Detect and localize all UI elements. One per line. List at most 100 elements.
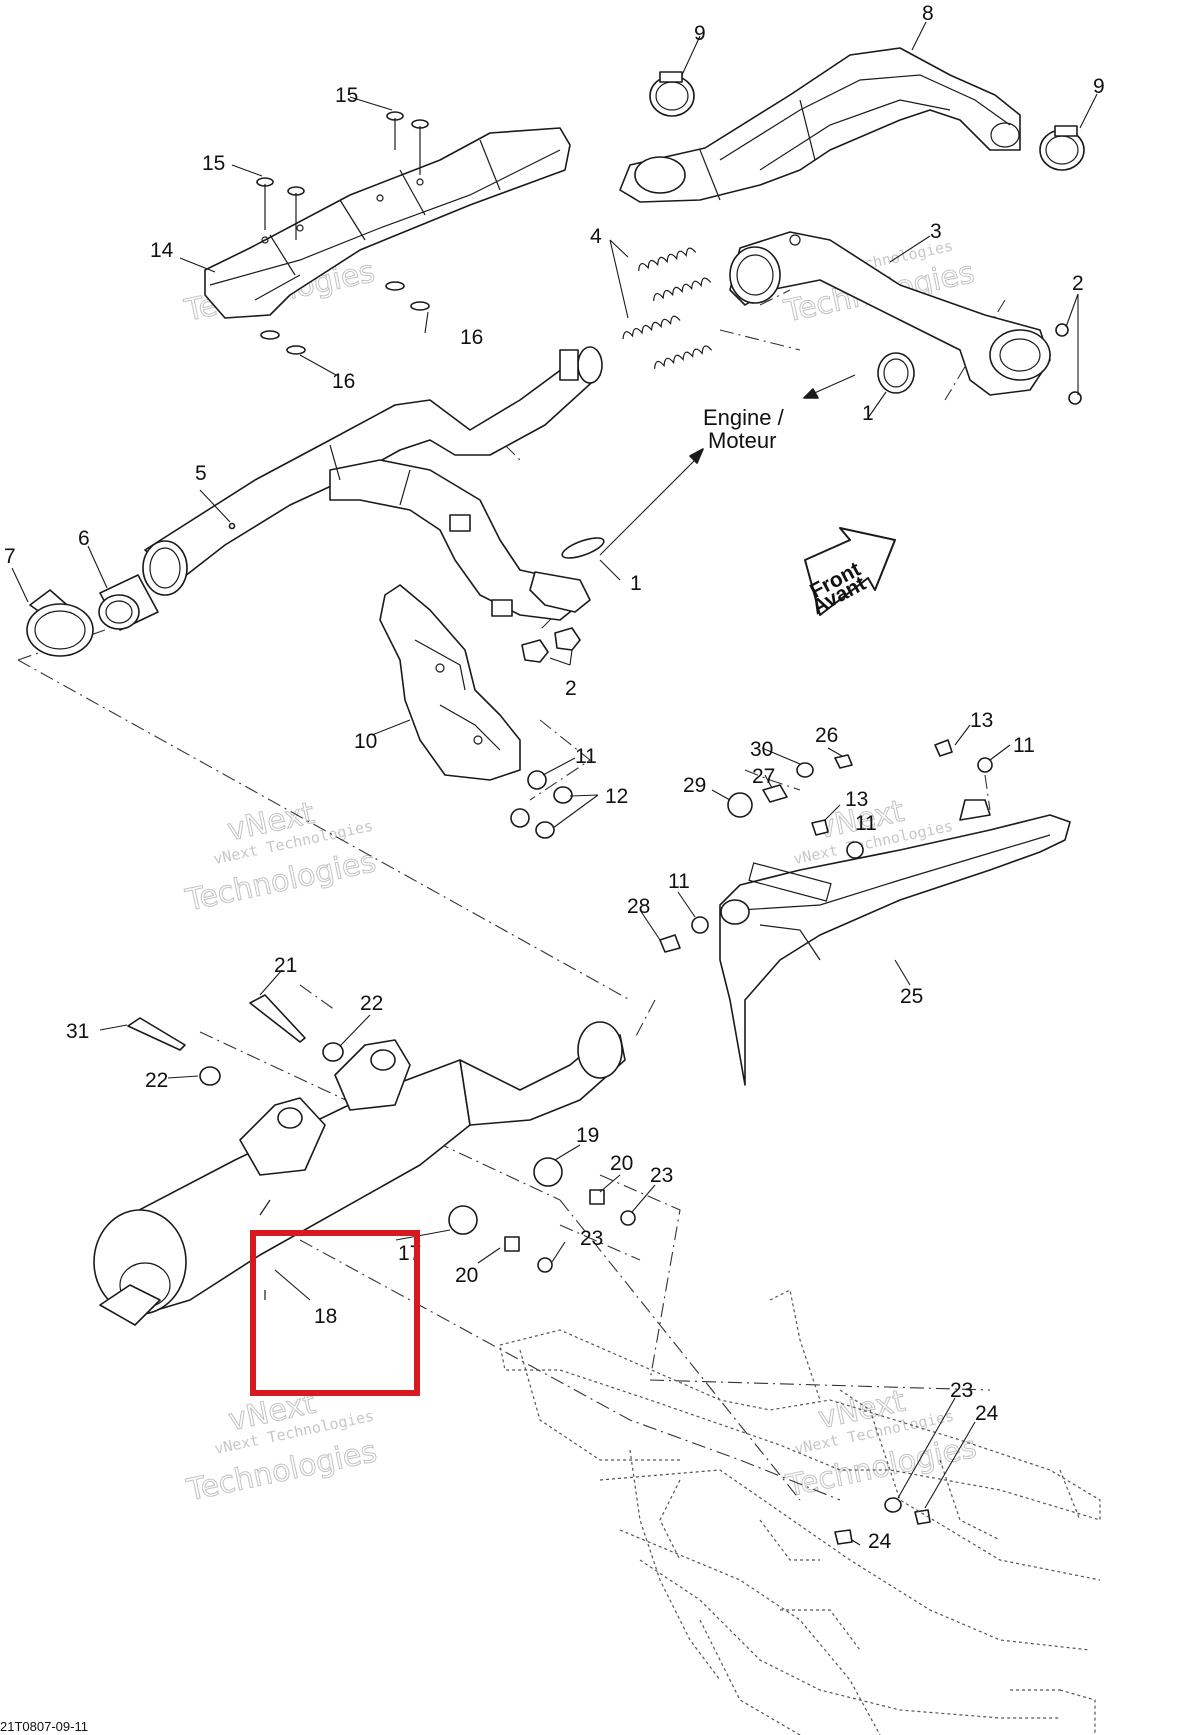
callout-31: 31 xyxy=(66,1020,89,1043)
washer-11 xyxy=(977,757,993,773)
bolt-21 xyxy=(249,994,306,1043)
bolt-15 xyxy=(386,111,404,150)
highlight-box-part-18 xyxy=(250,1230,420,1396)
callout-20: 20 xyxy=(610,1152,633,1175)
washer-23 xyxy=(884,1497,902,1513)
heat-shield-25 xyxy=(719,799,1071,1086)
grommet-29 xyxy=(727,792,753,818)
watermark-text: Technologies xyxy=(182,844,379,919)
callout-18: 18 xyxy=(314,1305,337,1328)
callout-23: 23 xyxy=(580,1227,603,1250)
callout-30: 30 xyxy=(750,738,773,761)
bolt-31 xyxy=(127,1017,186,1051)
washer-11 xyxy=(510,808,530,828)
nut-26 xyxy=(834,754,853,769)
nut-2 xyxy=(554,627,581,651)
callout-8: 8 xyxy=(922,2,934,25)
callout-11: 11 xyxy=(668,870,690,893)
bolt-15 xyxy=(287,186,305,240)
callout-29: 29 xyxy=(683,774,706,797)
callout-1: 1 xyxy=(862,402,874,425)
callout-22: 22 xyxy=(145,1069,168,1092)
callout-13: 13 xyxy=(845,788,868,811)
callout-2: 2 xyxy=(1072,272,1084,295)
callout-19: 19 xyxy=(576,1124,599,1147)
gasket-1 xyxy=(561,537,605,559)
sleeve-20 xyxy=(504,1236,520,1252)
heat-shield-14 xyxy=(204,127,571,319)
callout-3: 3 xyxy=(930,220,942,243)
bolt-13 xyxy=(811,819,829,836)
washer-16 xyxy=(410,301,430,311)
nut-24 xyxy=(914,1509,931,1525)
clamp-9 xyxy=(1039,125,1085,171)
bolt-15 xyxy=(256,177,274,230)
callout-20: 20 xyxy=(455,1264,478,1287)
washer-16 xyxy=(286,345,306,355)
callout-12: 12 xyxy=(605,785,628,808)
callout-28: 28 xyxy=(627,895,650,918)
clamp-7 xyxy=(26,589,94,657)
callout-1: 1 xyxy=(630,572,642,595)
clamp-9 xyxy=(649,71,695,117)
sleeve-20 xyxy=(589,1189,605,1205)
callout-15: 15 xyxy=(202,152,225,175)
pipe-flange xyxy=(529,571,591,613)
hardware-group xyxy=(659,739,993,953)
callout-6: 6 xyxy=(78,527,90,550)
callout-23: 23 xyxy=(950,1379,973,1402)
nut-2 xyxy=(1055,323,1069,337)
callout-5: 5 xyxy=(195,462,207,485)
callout-7: 7 xyxy=(4,545,16,568)
sleeve-6 xyxy=(98,574,159,631)
vehicle-frame xyxy=(499,1289,1101,1735)
callout-16: 16 xyxy=(332,370,355,393)
grommet-19 xyxy=(533,1157,563,1187)
front-direction-arrow: Front Avant xyxy=(804,527,896,619)
heat-shield-8 xyxy=(619,47,1021,203)
engine-label: Engine / Moteur xyxy=(703,405,785,453)
callout-11: 11 xyxy=(855,812,877,835)
callout-26: 26 xyxy=(815,724,838,747)
washer-11 xyxy=(527,770,547,790)
figure-code: 21T0807-09-11 xyxy=(0,1719,88,1734)
washer-23 xyxy=(620,1210,636,1226)
header-pipe-5 xyxy=(142,346,603,621)
callout-25: 25 xyxy=(900,985,923,1008)
callout-11: 11 xyxy=(575,745,597,768)
callout-14: 14 xyxy=(150,239,174,262)
washer-22 xyxy=(199,1066,221,1086)
watermark-text: Technologies xyxy=(183,1434,380,1509)
engine-arrow xyxy=(599,374,856,556)
nut-2 xyxy=(521,639,549,663)
grommet-17 xyxy=(448,1205,478,1235)
washer-16 xyxy=(385,281,405,291)
callout-22: 22 xyxy=(360,992,383,1015)
callout-4: 4 xyxy=(590,225,602,248)
exhaust-manifold-3 xyxy=(729,231,1051,396)
leader-lines xyxy=(11,21,1098,1546)
bolts-15-washers-16 xyxy=(256,111,430,355)
callout-24: 24 xyxy=(868,1530,892,1553)
callout-21: 21 xyxy=(274,954,297,977)
callout-10: 10 xyxy=(354,730,377,753)
washer-30 xyxy=(796,762,814,778)
heat-shield-10 xyxy=(379,584,521,781)
callout-23: 23 xyxy=(650,1164,673,1187)
callout-11: 11 xyxy=(1013,734,1035,757)
washer-16 xyxy=(260,330,280,340)
nut-12 xyxy=(553,786,573,804)
callout-13: 13 xyxy=(970,709,993,732)
nut-24 xyxy=(834,1529,853,1545)
callout-9: 9 xyxy=(1093,75,1105,98)
callout-2: 2 xyxy=(565,677,577,700)
nut-12 xyxy=(535,821,555,839)
callout-24: 24 xyxy=(975,1402,999,1425)
callout-16: 16 xyxy=(460,326,483,349)
engine-label-line2: Moteur xyxy=(708,428,776,453)
callout-9: 9 xyxy=(694,22,706,45)
mounting-hardware xyxy=(127,994,931,1545)
spacer-27 xyxy=(762,784,788,803)
washer-22 xyxy=(322,1042,344,1062)
callout-labels: 1 1 2 2 3 4 5 6 7 8 9 9 10 11 11 11 11 1… xyxy=(4,2,1105,1553)
